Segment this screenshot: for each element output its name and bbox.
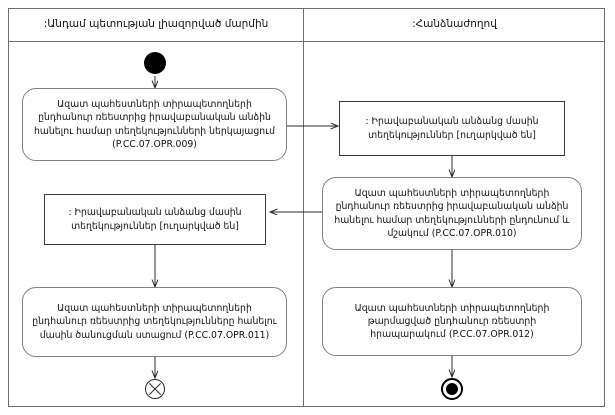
object-node-info-sent-left[interactable]: : Իրավաբանական անձանց մասին տեղեկություն… xyxy=(44,194,266,245)
action-node-opr-012[interactable]: Ազատ պահեստների տիրապետողների թարմացված … xyxy=(322,287,582,356)
swimlane-title-right: :Հանձնաժողով xyxy=(412,18,497,30)
action-node-opr-009-label: Ազատ պահեստների տիրապետողների ընդհանուր … xyxy=(33,99,276,150)
object-node-info-sent-right[interactable]: : Իրավաբանական անձանց մասին տեղեկություն… xyxy=(339,101,565,156)
action-node-opr-011-label: Ազատ պահեստների տիրապետողների ընդհանուր … xyxy=(32,303,277,341)
swimlane-divider xyxy=(303,8,304,407)
initial-node xyxy=(144,52,166,74)
action-node-opr-010-label: Ազատ պահեստների տիրապետողների ընդհանուր … xyxy=(334,188,570,239)
action-node-opr-010[interactable]: Ազատ պահեստների տիրապետողների ընդհանուր … xyxy=(322,177,582,250)
action-node-opr-012-label: Ազատ պահեստների տիրապետողների թարմացված … xyxy=(354,302,550,341)
action-node-opr-011[interactable]: Ազատ պահեստների տիրապետողների ընդհանուր … xyxy=(22,287,287,357)
flow-final-node xyxy=(145,379,165,399)
object-node-info-sent-right-label: : Իրավաբանական անձանց մասին տեղեկություն… xyxy=(365,115,539,141)
action-node-opr-009[interactable]: Ազատ պահեստների տիրապետողների ընդհանուր … xyxy=(22,88,287,161)
object-node-info-sent-left-label: : Իրավաբանական անձանց մասին տեղեկություն… xyxy=(68,206,242,232)
activity-final-node xyxy=(441,378,463,400)
swimlane-header-rule xyxy=(8,41,605,42)
swimlane-title-left: :Անդամ պետության լիազորված մարմին xyxy=(43,18,269,30)
